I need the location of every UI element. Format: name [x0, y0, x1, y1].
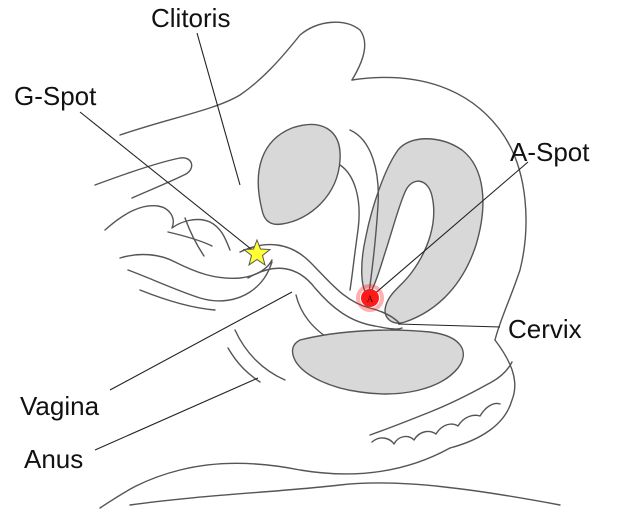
pubic-structure	[339, 129, 379, 301]
bladder-shape	[257, 123, 341, 226]
hand-illustration	[94, 157, 273, 311]
a-spot-leader	[371, 161, 529, 297]
cervix-label: Cervix	[508, 314, 582, 344]
anus-leader	[94, 377, 259, 451]
vagina-leader	[109, 291, 293, 391]
anus-label: Anus	[24, 444, 83, 474]
vagina-label: Vagina	[20, 391, 100, 421]
clitoris-label: Clitoris	[151, 3, 230, 33]
red-dot-icon	[361, 289, 379, 307]
leader-lines	[79, 32, 529, 451]
g-spot-label: G-Spot	[14, 81, 97, 111]
g-spot-marker	[242, 238, 272, 267]
body-outline	[99, 21, 561, 509]
cervix-leader	[397, 323, 501, 328]
a-spot-label: A-Spot	[510, 137, 590, 167]
a-spot-marker: A	[356, 284, 384, 312]
rectum-shape	[227, 329, 464, 395]
g-spot-leader	[79, 111, 257, 254]
clitoris-leader	[196, 32, 241, 186]
star-icon	[242, 238, 272, 267]
a-spot-marker-letter: A	[367, 294, 374, 304]
labels: Clitoris G-Spot A-Spot Cervix Vagina Anu…	[14, 3, 590, 474]
tailbone	[369, 361, 513, 445]
